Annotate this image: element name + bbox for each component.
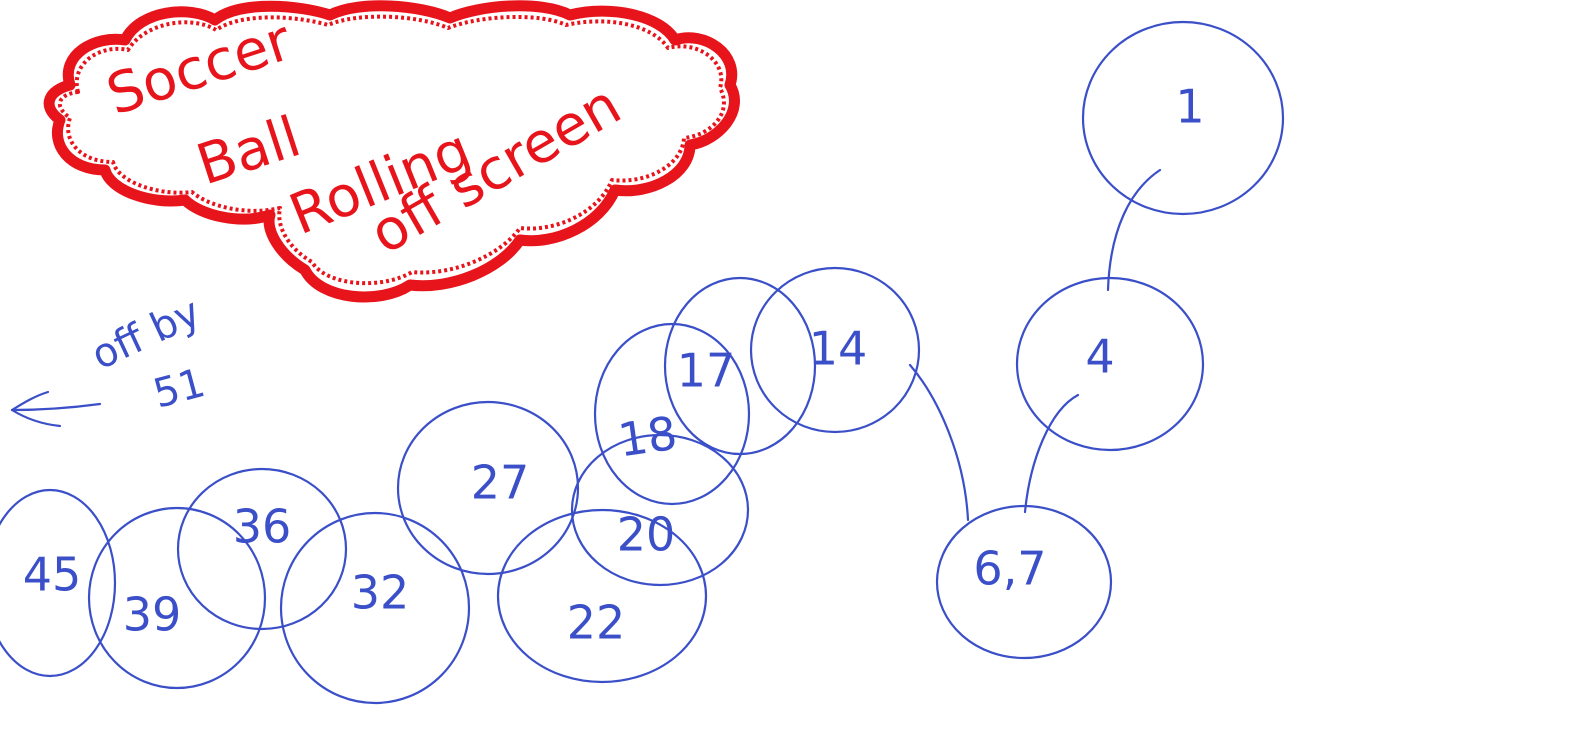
ball-11: 36: [176, 467, 348, 631]
ball-circle: [176, 467, 348, 631]
ball-6: 18: [593, 322, 751, 506]
connector-1-to-4: [1106, 168, 1162, 292]
ball-frame-label: 6,7: [973, 542, 1046, 596]
cloud-callout: Soccer Ball Rolling off screen: [43, 0, 740, 303]
cloud-outline: [43, 0, 740, 303]
connector-4-to-67: [1023, 393, 1080, 514]
ball-frame-label: 17: [677, 344, 736, 398]
ball-3: 6,7: [935, 504, 1113, 660]
ball-circle: [749, 266, 921, 434]
ball-circle: [396, 400, 580, 576]
ball-9: 27: [396, 400, 580, 576]
ball-frame-label: 20: [617, 508, 676, 562]
ball-frame-label: 39: [123, 588, 182, 642]
ball-frame-label: 4: [1085, 330, 1114, 384]
ball-4: 14: [749, 266, 921, 434]
connector-14-to-67: [908, 363, 970, 522]
ball-7: 20: [570, 433, 750, 587]
ball-frame-label: 22: [567, 596, 626, 650]
ball-10: 32: [279, 511, 471, 705]
ball-8: 22: [496, 508, 708, 684]
ball-13: 45: [0, 488, 117, 678]
cloud-outline-inner: [57, 14, 726, 286]
ball-frame-label: 14: [809, 322, 868, 376]
ball-circle: [87, 506, 267, 690]
ball-circle: [1015, 276, 1205, 452]
ball-circle: [935, 504, 1113, 660]
ball-5: 17: [663, 276, 817, 456]
ball-2: 4: [1015, 276, 1205, 452]
ball-frame-label: 45: [23, 548, 82, 602]
offset-note: off by 51: [10, 289, 210, 428]
ball-circle: [593, 322, 751, 506]
ball-circle: [1081, 20, 1285, 216]
ball-circle: [570, 433, 750, 587]
ball-12: 39: [87, 506, 267, 690]
ball-circle: [496, 508, 708, 684]
ball-1: 1: [1081, 20, 1285, 216]
arrow-left-icon: [10, 390, 102, 428]
ball-frame-label: 1: [1175, 80, 1204, 134]
ball-path-connectors: [908, 168, 1162, 522]
ball-frame-label: 32: [351, 566, 410, 620]
ball-frame-label: 36: [233, 500, 292, 554]
ball-circle: [0, 488, 117, 678]
offset-note-line2: 51: [149, 360, 210, 418]
ball-frame-label: 27: [471, 456, 530, 510]
ball-circle: [279, 511, 471, 705]
